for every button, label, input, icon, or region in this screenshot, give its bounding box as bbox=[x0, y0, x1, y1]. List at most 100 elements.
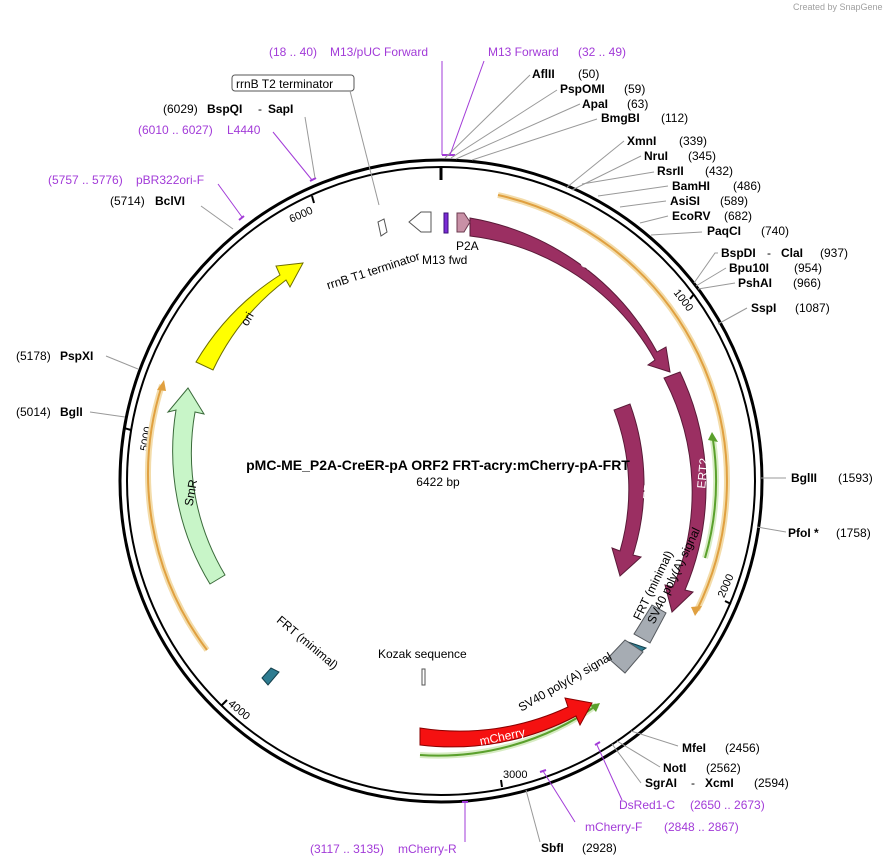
feature-p2a bbox=[456, 212, 471, 233]
enzyme-nrui: NruI bbox=[644, 149, 668, 163]
primer-l4440-range: (6010 .. 6027) bbox=[138, 123, 213, 137]
leader-mcherryf bbox=[542, 770, 576, 823]
feature-sv40-bottom bbox=[607, 639, 644, 674]
primer-mark-pbr322 bbox=[238, 215, 245, 221]
enzyme-bgli-pos: (5014) bbox=[16, 405, 51, 419]
tick-mark-5000 bbox=[123, 427, 132, 431]
primer-pbr322-range: (5757 .. 5776) bbox=[48, 173, 123, 187]
enzyme-bamhi: BamHI bbox=[672, 179, 710, 193]
enzyme-sapi: SapI bbox=[268, 102, 293, 116]
orf-green-bottom-arrow bbox=[590, 703, 600, 712]
feature-rrnb-t2-label: rrnB T2 terminator bbox=[236, 77, 333, 91]
enzyme-labels: AflII (50) PspOMI (59) ApaI (63) BmgBI (… bbox=[16, 67, 873, 855]
leader-pshai bbox=[697, 282, 736, 290]
enzyme-xmni: XmnI bbox=[627, 134, 656, 148]
enzyme-bspdi: BspDI bbox=[721, 246, 756, 260]
feature-rrnb-t1-label: rrnB T1 terminator bbox=[325, 249, 422, 292]
orf-arc-right bbox=[497, 194, 728, 611]
enzyme-paqci-pos: (740) bbox=[761, 224, 789, 238]
enzyme-bclvi-pos: (5714) bbox=[110, 194, 145, 208]
enzyme-sspi-pos: (1087) bbox=[795, 301, 830, 315]
rrnb-t2-leader bbox=[349, 90, 380, 206]
leader-sbfi bbox=[525, 789, 541, 843]
enzyme-pspxi-pos: (5178) bbox=[16, 349, 51, 363]
enzyme-bglii: BglII bbox=[791, 471, 817, 485]
enzyme-sgrai: SgrAI bbox=[645, 776, 677, 790]
tick-mark-4000 bbox=[221, 699, 228, 706]
primer-mcherryf-name: mCherry-F bbox=[585, 820, 642, 834]
enzyme-apai-pos: (63) bbox=[627, 97, 648, 111]
enzyme-leaders bbox=[89, 74, 787, 843]
enzyme-bpu10i-pos: (954) bbox=[794, 261, 822, 275]
leader-nrui bbox=[571, 155, 642, 191]
enzyme-rsrii: RsrII bbox=[657, 164, 684, 178]
enzyme-ecorv-pos: (682) bbox=[724, 209, 752, 223]
feature-kozak bbox=[421, 668, 426, 686]
orf-arc-left-arrow bbox=[157, 380, 166, 391]
leader-pbr322 bbox=[217, 183, 243, 218]
leader-mfei bbox=[630, 730, 679, 747]
brand-text: Created by SnapGene bbox=[793, 2, 883, 12]
primer-m13f-range: (32 .. 49) bbox=[578, 45, 626, 59]
enzyme-paqci: PaqCI bbox=[707, 224, 741, 238]
leader-bamhi bbox=[597, 185, 669, 197]
feature-ert2 bbox=[663, 371, 707, 613]
leader-xmni bbox=[565, 140, 625, 189]
tick-label-4000: 4000 bbox=[226, 698, 252, 723]
primer-mark-l4440 bbox=[309, 177, 317, 182]
feature-mcherry bbox=[419, 697, 593, 748]
enzyme-pspomi-pos: (59) bbox=[624, 82, 645, 96]
feature-rrnb-t1 bbox=[377, 218, 388, 237]
primer-pbr322-name: pBR322ori-F bbox=[136, 173, 204, 187]
enzyme-mfei: MfeI bbox=[682, 741, 706, 755]
leader-m13f bbox=[449, 60, 485, 156]
primer-mcherryr-name: mCherry-R bbox=[398, 842, 457, 856]
enzyme-nrui-pos: (345) bbox=[688, 149, 716, 163]
leader-paqci bbox=[650, 231, 703, 236]
feature-erlbd-label: ER-LBD bbox=[640, 455, 658, 500]
feature-frt-left bbox=[261, 667, 280, 686]
enzyme-aflii-pos: (50) bbox=[578, 67, 599, 81]
enzyme-clai: ClaI bbox=[781, 246, 803, 260]
leader-ecorv bbox=[639, 215, 669, 224]
enzyme-bglii-pos: (1593) bbox=[838, 471, 873, 485]
enzyme-pshai-pos: (966) bbox=[793, 276, 821, 290]
enzyme-aflii: AflII bbox=[532, 67, 555, 81]
plasmid-name: pMC-ME_P2A-CreER-pA ORF2 FRT-acry:mCherr… bbox=[246, 457, 630, 473]
enzyme-sbfi: SbfI bbox=[541, 841, 564, 855]
leader-pspxi bbox=[105, 355, 139, 370]
feature-ori-label: ori bbox=[238, 310, 257, 329]
leader-bspdi bbox=[693, 252, 718, 284]
enzyme-bamhi-pos: (486) bbox=[733, 179, 761, 193]
leader-l4440 bbox=[272, 131, 313, 181]
leader-bgli bbox=[89, 411, 126, 418]
primer-labels: (18 .. 40) M13/pUC Forward M13 Forward (… bbox=[48, 45, 765, 856]
enzyme-sbfi-pos: (2928) bbox=[582, 841, 617, 855]
feature-smr-label: SmR bbox=[182, 478, 200, 507]
tick-mark-2000 bbox=[724, 600, 732, 605]
enzyme-bmgbi: BmgBI bbox=[601, 111, 640, 125]
primer-leaders bbox=[217, 60, 623, 842]
feature-rrnb-t2-box bbox=[231, 74, 355, 92]
feature-ori bbox=[195, 262, 304, 371]
enzyme-xmni-pos: (339) bbox=[679, 134, 707, 148]
enzyme-ecorv: EcoRV bbox=[672, 209, 710, 223]
leader-bmgbi bbox=[471, 118, 598, 161]
orf-arc-right-arrow bbox=[691, 606, 702, 616]
feature-frt-left-label: FRT (minimal) bbox=[274, 613, 341, 672]
primer-mark-dsred bbox=[594, 741, 601, 746]
orf-arc-left bbox=[147, 384, 208, 651]
feature-sv40-bottom-label: SV40 poly(A) signal bbox=[516, 649, 614, 714]
feature-ert2-label: ERT2 bbox=[694, 457, 711, 489]
feature-erlbd bbox=[611, 403, 645, 577]
feature-kozak-label: Kozak sequence bbox=[378, 647, 467, 661]
enzyme-pfoi-pos: (1758) bbox=[836, 526, 871, 540]
enzyme-apai: ApaI bbox=[582, 97, 608, 111]
primer-dsred-range: (2650 .. 2673) bbox=[690, 798, 765, 812]
leader-apai bbox=[455, 103, 581, 160]
enzyme-sgrai-sep: - bbox=[691, 776, 695, 790]
leader-bspqi bbox=[304, 116, 316, 179]
enzyme-rsrii-pos: (432) bbox=[705, 164, 733, 178]
leader-dsred bbox=[596, 744, 623, 801]
